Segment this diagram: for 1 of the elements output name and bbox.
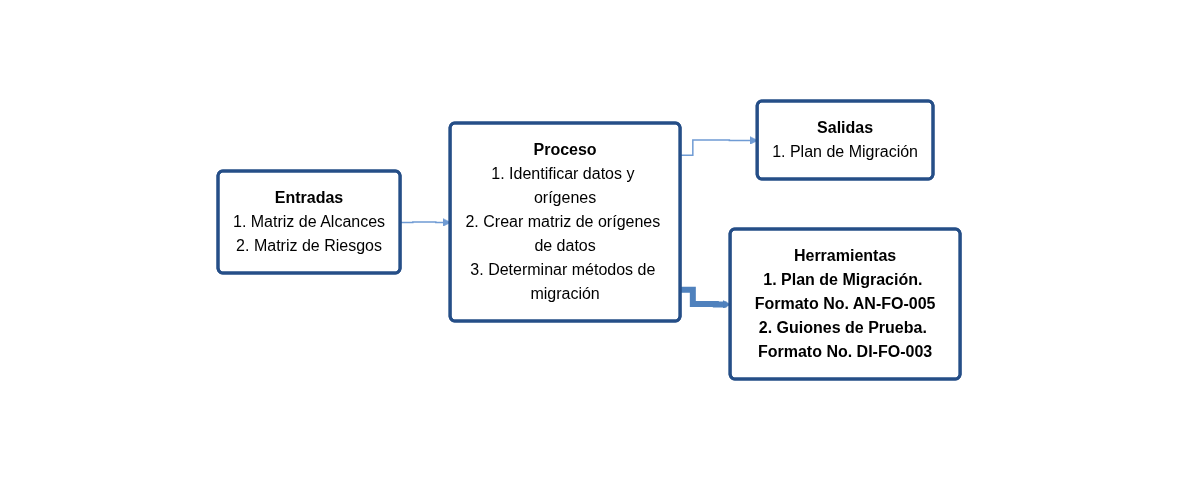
- arrow: [680, 286, 731, 309]
